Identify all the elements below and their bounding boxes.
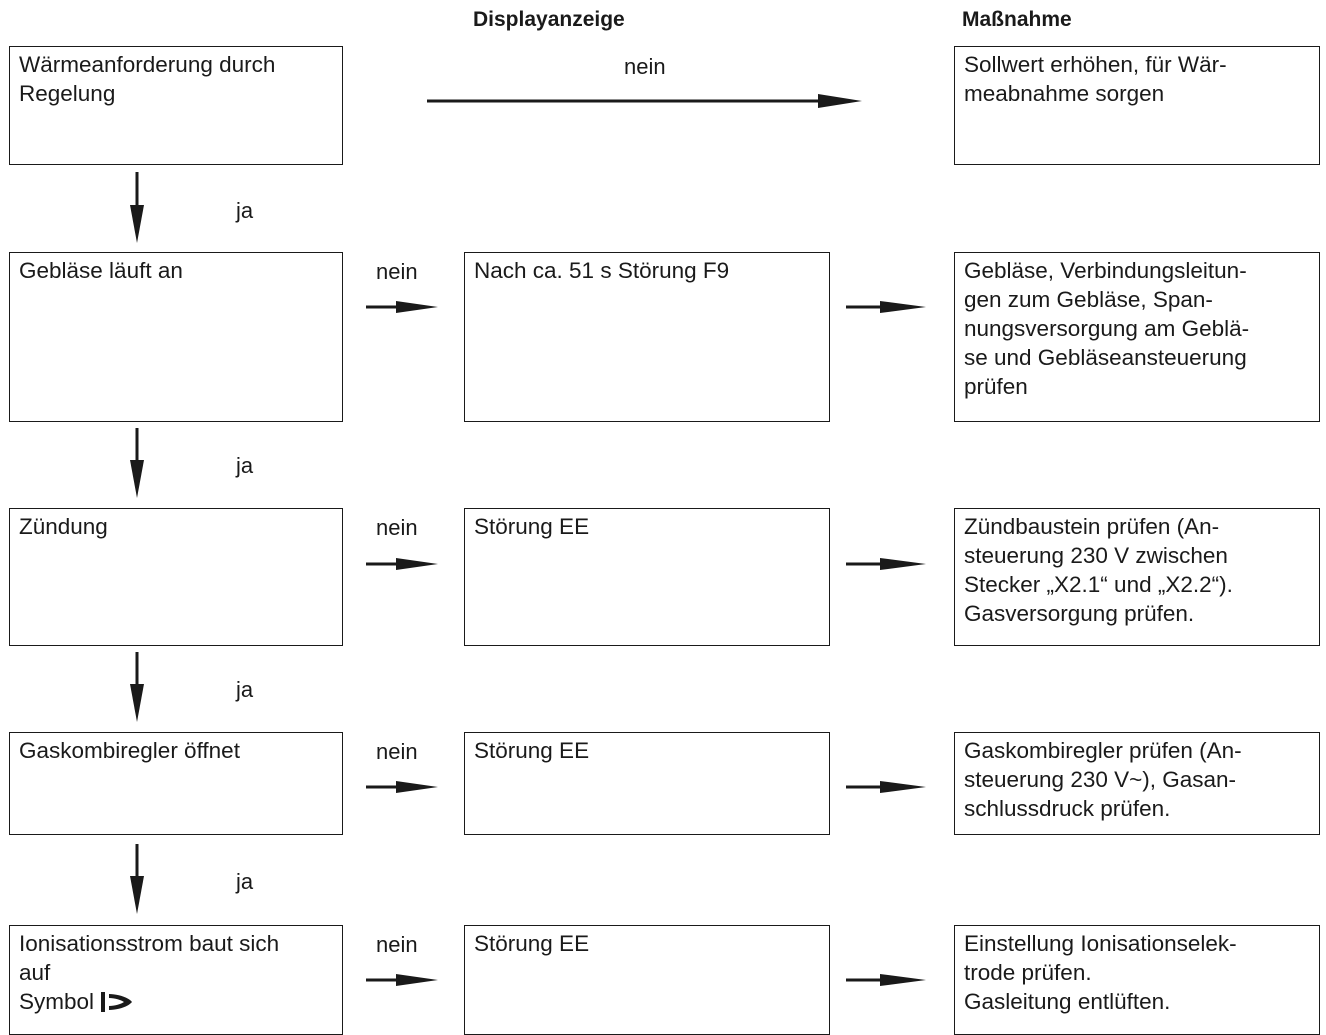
arrowhead-yes-2 bbox=[130, 460, 144, 498]
display-box-row-3: Störung EE bbox=[464, 508, 830, 646]
label-no-row-2: nein bbox=[376, 259, 418, 284]
label-no-row-5: nein bbox=[376, 932, 418, 957]
header-massnahme: Maßnahme bbox=[962, 8, 1072, 31]
measure-box-row-3: Zündbaustein prüfen (An- steuerung 230 V… bbox=[954, 508, 1320, 646]
arrowhead-display-measure-row-2 bbox=[880, 301, 926, 313]
check-box-ignition: Zündung bbox=[9, 508, 343, 646]
check-box-fan-starts: Gebläse läuft an bbox=[9, 252, 343, 422]
arrowhead-no-row-2 bbox=[396, 301, 438, 313]
measure-box-row-5: Einstellung Ionisationselek- trode prüfe… bbox=[954, 925, 1320, 1035]
arrowhead-no-row-3 bbox=[396, 558, 438, 570]
arrowhead-yes-1 bbox=[130, 205, 144, 243]
display-box-row-4: Störung EE bbox=[464, 732, 830, 835]
check-box-gas-valve-opens: Gaskombiregler öffnet bbox=[9, 732, 343, 835]
measure-box-row-4: Gaskombiregler prüfen (An- steuerung 230… bbox=[954, 732, 1320, 835]
header-displayanzeige: Displayanzeige bbox=[473, 8, 625, 31]
label-yes-2: ja bbox=[236, 453, 254, 478]
arrowhead-display-measure-row-3 bbox=[880, 558, 926, 570]
label-no-row-1: nein bbox=[624, 54, 666, 79]
label-no-row-3: nein bbox=[376, 515, 418, 540]
label-yes-4: ja bbox=[236, 869, 254, 894]
check-text-ionisation: Ionisationsstrom baut sich auf Symbol bbox=[19, 931, 280, 1014]
display-box-row-2: Nach ca. 51 s Störung F9 bbox=[464, 252, 830, 422]
arrowhead-no-row-1 bbox=[818, 94, 862, 108]
arrowhead-display-measure-row-5 bbox=[880, 974, 926, 986]
arrowhead-yes-4 bbox=[130, 876, 144, 914]
measure-box-row-2: Gebläse, Verbindungsleitun- gen zum Gebl… bbox=[954, 252, 1320, 422]
check-box-heat-demand: Wärmeanforderung durch Regelung bbox=[9, 46, 343, 165]
label-no-row-4: nein bbox=[376, 739, 418, 764]
arrowhead-no-row-5 bbox=[396, 974, 438, 986]
burner-flame-symbol-icon bbox=[101, 992, 133, 1012]
arrowhead-no-row-4 bbox=[396, 781, 438, 793]
arrowhead-yes-3 bbox=[130, 684, 144, 722]
label-yes-1: ja bbox=[236, 198, 254, 223]
check-box-ionisation-current: Ionisationsstrom baut sich auf Symbol bbox=[9, 925, 343, 1035]
label-yes-3: ja bbox=[236, 677, 254, 702]
measure-box-row-1: Sollwert erhöhen, für Wär- meabnahme sor… bbox=[954, 46, 1320, 165]
arrowhead-display-measure-row-4 bbox=[880, 781, 926, 793]
